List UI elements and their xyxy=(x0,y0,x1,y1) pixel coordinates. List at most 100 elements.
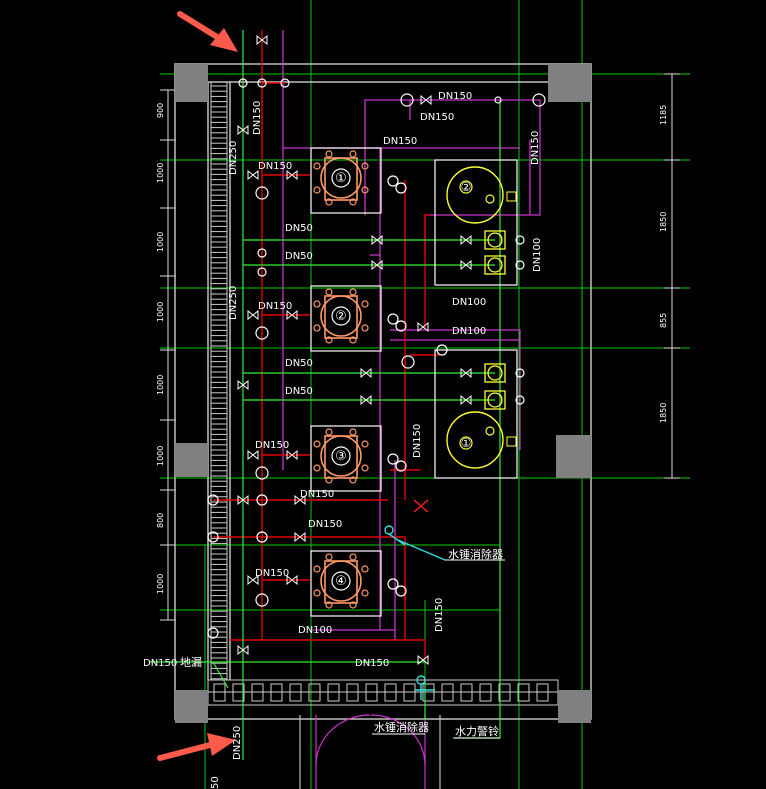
valve xyxy=(237,644,249,656)
label-dn150-bottom: DN150 xyxy=(355,658,389,669)
pump-bolt xyxy=(361,186,369,194)
label-dn250-bottom: DN250 xyxy=(232,726,243,760)
equipment-annotations: 水锤消除器 水锤消除器 地漏 水力警铃 xyxy=(180,547,505,739)
pump-2 xyxy=(310,285,407,352)
pump-bolt xyxy=(325,150,333,158)
label-water-hammer-1: 水锤消除器 xyxy=(448,547,503,561)
label-dn150-p1: DN150 xyxy=(258,161,292,172)
pumps xyxy=(310,147,407,617)
pump-bolt xyxy=(313,324,321,332)
valve xyxy=(360,394,372,406)
dim-left-4: 1000 xyxy=(156,302,165,322)
dim-right-1: 1185 xyxy=(659,105,668,125)
pump-bolt xyxy=(349,601,357,609)
grate-slot xyxy=(327,683,340,702)
pump-base xyxy=(310,147,382,214)
label-dn150-vert-mid: DN150 xyxy=(412,424,423,458)
dimension-texts-right: 1185 1850 855 1850 xyxy=(659,105,668,423)
pump-3 xyxy=(310,425,407,492)
dimension-texts-left: 900 1000 1000 1000 1000 1000 800 1000 xyxy=(156,103,165,594)
label-dn150-top: DN150 xyxy=(438,91,472,102)
label-pressure-alarm: 水力警铃 xyxy=(455,724,499,738)
valve xyxy=(294,494,306,506)
valve xyxy=(286,309,298,321)
double-door xyxy=(299,714,441,789)
label-dn150-mid2: DN150 xyxy=(308,519,342,530)
pump-bolt xyxy=(325,553,333,561)
pump-base xyxy=(310,425,382,492)
label-dn150-mid-top: DN150 xyxy=(383,136,417,147)
valve xyxy=(237,494,249,506)
pump-bolt xyxy=(361,589,369,597)
label-dn150-p3: DN150 xyxy=(255,440,289,451)
grate-slot xyxy=(365,683,378,702)
valve xyxy=(360,367,372,379)
pump-bolt xyxy=(313,464,321,472)
grate-slot xyxy=(479,683,492,702)
pump-bolt xyxy=(349,288,357,296)
pump-bolt xyxy=(313,300,321,308)
label-floor-drain: 地漏 xyxy=(180,656,202,669)
walls xyxy=(174,63,592,720)
dim-right-3: 855 xyxy=(659,313,668,328)
red-pipes xyxy=(213,30,440,660)
pump-bolt xyxy=(325,198,333,206)
pump-casing xyxy=(320,157,362,199)
grate-slot xyxy=(460,683,473,702)
column-mid-left xyxy=(175,443,208,477)
label-dn150-right-vert: DN150 xyxy=(530,131,541,165)
pump-casing xyxy=(320,295,362,337)
dim-left-5: 1000 xyxy=(156,375,165,395)
valves xyxy=(237,34,472,666)
valve xyxy=(247,309,259,321)
valve xyxy=(417,321,429,333)
pump-outlet-fitting xyxy=(387,453,399,465)
pump-outlet-fitting xyxy=(395,460,407,472)
label-dn150-mid: DN150 xyxy=(300,489,334,500)
pump-base xyxy=(310,285,382,352)
pump-outlet-fitting xyxy=(395,585,407,597)
dim-left-3: 1000 xyxy=(156,232,165,252)
dim-left-7: 800 xyxy=(156,513,165,528)
pump-casing xyxy=(320,435,362,477)
pump-number-3: ③ xyxy=(335,449,347,464)
green-pipes xyxy=(150,30,501,760)
trench-grating-bottom-slots xyxy=(213,683,549,702)
label-dn100-c: DN100 xyxy=(298,625,332,636)
valve xyxy=(286,169,298,181)
grate-slot xyxy=(498,683,511,702)
pump-bolt xyxy=(349,476,357,484)
pump-impeller xyxy=(331,446,351,466)
grate-slot xyxy=(536,683,549,702)
tank-upper xyxy=(434,159,518,286)
valve xyxy=(237,124,249,136)
pump-bolt xyxy=(361,464,369,472)
pump-bolt xyxy=(349,150,357,158)
valve xyxy=(247,169,259,181)
pump-bolt xyxy=(349,428,357,436)
pump-number-2: ② xyxy=(335,309,347,324)
annotation-arrow-bottom xyxy=(157,733,236,761)
pump-number-1: ① xyxy=(335,171,347,186)
pump-bolt xyxy=(325,601,333,609)
dimension-right xyxy=(664,73,680,479)
pump-outlet-fitting xyxy=(395,320,407,332)
valve xyxy=(371,234,383,246)
label-dn250-a: DN250 xyxy=(228,141,239,175)
grate-slot xyxy=(289,683,302,702)
column-bottom-left xyxy=(175,690,208,723)
grate-slot xyxy=(441,683,454,702)
grate-slot xyxy=(403,683,416,702)
tank-number-upper: ② xyxy=(461,180,472,194)
columns xyxy=(175,64,591,723)
valve xyxy=(371,259,383,271)
label-dn50-3: DN50 xyxy=(285,358,313,369)
grate-slot xyxy=(384,683,397,702)
dim-right-2: 1850 xyxy=(659,212,668,232)
valve xyxy=(460,259,472,271)
pump-base xyxy=(310,550,382,617)
valve xyxy=(256,34,268,46)
grate-slot xyxy=(213,683,226,702)
column-mid-right xyxy=(556,435,591,478)
